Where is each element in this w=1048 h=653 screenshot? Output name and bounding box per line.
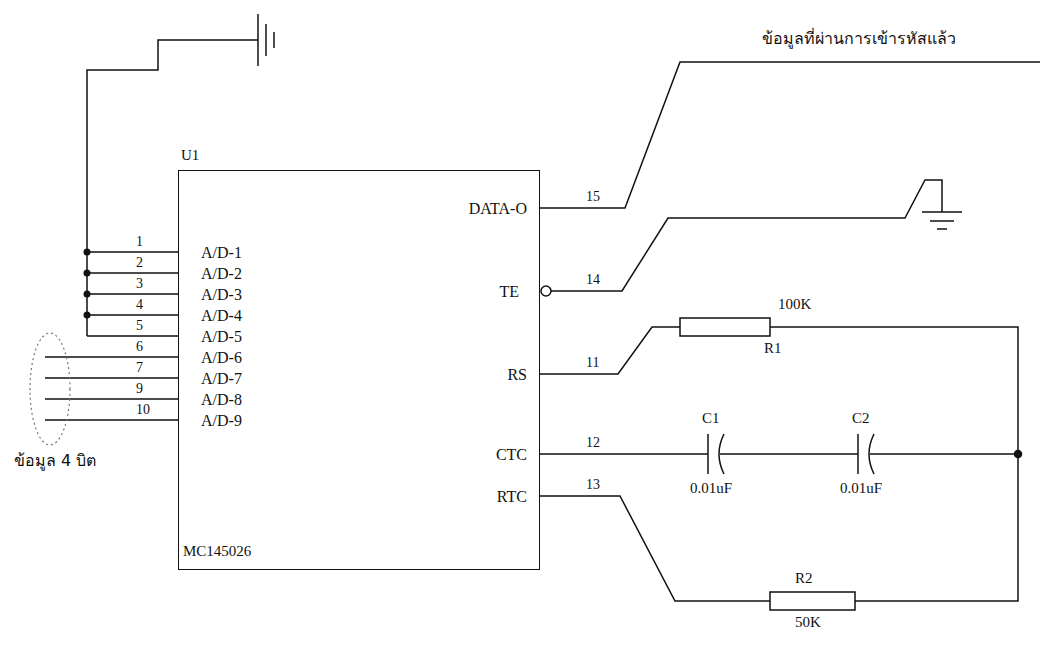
part-reference: R1: [764, 340, 782, 357]
part-reference: C2: [852, 410, 870, 427]
rc-wire: [770, 327, 1018, 454]
junction-dots: [84, 249, 91, 319]
resistor-value: 50K: [795, 614, 821, 631]
resistor-symbol: [770, 592, 855, 610]
ground-symbol: [922, 212, 962, 229]
pin-number: 4: [136, 297, 143, 313]
r2-wire: [855, 454, 1018, 601]
pin-number: 5: [136, 318, 143, 334]
pin-number: 6: [136, 339, 143, 355]
te-wire: [551, 180, 942, 291]
capacitor-value: 0.01uF: [690, 480, 732, 497]
capacitor-value: 0.01uF: [840, 480, 882, 497]
signal-note: ข้อมูลที่ผ่านการเข้ารหัสแล้ว: [762, 30, 956, 48]
ctc-wire: [540, 453, 1018, 455]
pin-name: A/D-7: [201, 370, 242, 388]
pin-name: A/D-5: [201, 328, 242, 346]
pin-name: RS: [507, 366, 527, 384]
pin-number: 15: [586, 189, 600, 205]
pin-name: A/D-6: [201, 349, 242, 367]
capacitor-symbol: [858, 434, 874, 474]
pin-name: DATA-O: [469, 200, 527, 218]
rs-wire: [540, 327, 680, 374]
ground-symbol: [258, 14, 274, 66]
address-pin-wires: [87, 252, 178, 336]
pin-number: 10: [136, 402, 150, 418]
pin-number: 11: [586, 355, 599, 371]
pin-name: A/D-8: [201, 391, 242, 409]
pin-number: 3: [136, 276, 143, 292]
pin-number: 14: [586, 272, 600, 288]
pin-number: 9: [136, 381, 143, 397]
pin-name: A/D-4: [201, 307, 242, 325]
pin-name: RTC: [497, 488, 527, 506]
data-pin-wires: [45, 357, 178, 420]
pin-name: A/D-2: [201, 265, 242, 283]
resistor-value: 100K: [778, 296, 811, 313]
part-reference: R2: [795, 570, 813, 587]
pin-name: A/D-9: [201, 412, 242, 430]
pin-number: 13: [586, 477, 600, 493]
inversion-bubble: [541, 286, 551, 296]
pin-name: A/D-1: [201, 244, 242, 262]
signal-note: ข้อมูล 4 บิต: [14, 452, 96, 470]
pin-name: A/D-3: [201, 286, 242, 304]
part-reference: C1: [702, 410, 720, 427]
ic-chip: U1A/D-1A/D-2A/D-3A/D-4A/D-5A/D-6A/D-7A/D…: [178, 170, 540, 570]
rtc-wire: [540, 496, 770, 601]
resistor-symbol: [680, 318, 770, 336]
part-reference: U1: [181, 147, 199, 164]
capacitor-symbol: [708, 434, 724, 474]
pin-name: TE: [499, 283, 519, 301]
data-output-wire: [540, 62, 1040, 208]
pin-name: CTC: [496, 446, 527, 464]
pin-number: 12: [586, 435, 600, 451]
pin-number: 2: [136, 255, 143, 271]
part-number: MC145026: [183, 543, 251, 560]
pin-number: 7: [136, 360, 143, 376]
data-bracket: [30, 333, 70, 445]
ground-wire: [87, 40, 258, 336]
pin-number: 1: [136, 234, 143, 250]
